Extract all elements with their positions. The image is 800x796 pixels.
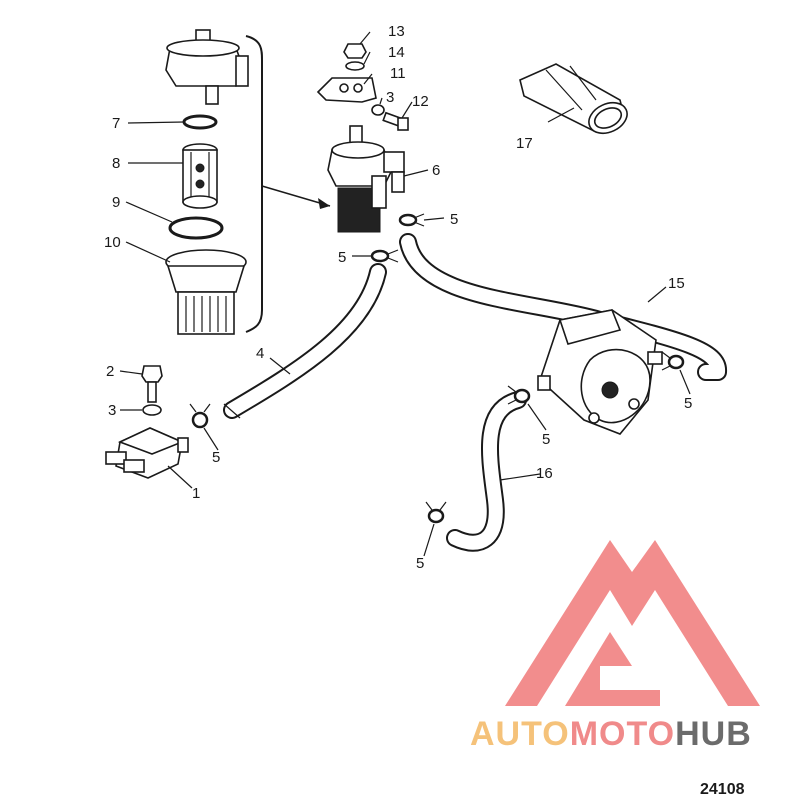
callout-5-pump-left: 5 — [542, 431, 550, 448]
o-ring-7 — [182, 114, 218, 130]
callout-4: 4 — [256, 345, 264, 362]
callout-11: 11 — [390, 65, 406, 82]
washer-14 — [345, 61, 365, 71]
callout-16: 16 — [536, 465, 553, 482]
callout-7: 7 — [112, 115, 120, 132]
gasket-9 — [168, 216, 224, 240]
callout-5-hose-end: 5 — [416, 555, 424, 572]
screw-12 — [382, 111, 409, 131]
fuel-filter-6 — [327, 125, 405, 233]
clamp-5-hose-end — [425, 501, 447, 524]
figure-number: 24108 — [700, 781, 745, 796]
callout-9: 9 — [112, 194, 120, 211]
filter-element-8 — [182, 143, 218, 209]
watermark-logo — [505, 540, 760, 706]
watermark-auto: AUTO — [470, 715, 570, 753]
callout-8: 8 — [112, 155, 120, 172]
callout-15: 15 — [668, 275, 685, 292]
callout-14: 14 — [388, 44, 405, 61]
callout-5-connector: 5 — [212, 449, 220, 466]
callout-17: 17 — [516, 135, 533, 152]
callout-13: 13 — [388, 23, 405, 40]
clamp-5-pump-left — [507, 385, 531, 405]
watermark-text: AUTOMOTOHUB — [470, 715, 752, 753]
sleeve-17 — [519, 63, 628, 135]
clamp-5-filter-bottom — [370, 249, 399, 263]
hose-16 — [446, 391, 527, 552]
washer-3-bottom — [142, 404, 162, 416]
clamp-5-pump-right — [661, 351, 685, 371]
fuel-pump — [537, 309, 663, 435]
callout-10: 10 — [104, 234, 121, 251]
callout-2: 2 — [106, 363, 114, 380]
bracket-11 — [316, 77, 377, 103]
clamp-5-connector — [189, 403, 211, 429]
callout-labels: 1 2 3 3 4 5 5 5 5 5 5 6 7 8 9 10 11 12 1… — [104, 23, 692, 572]
exploded-view-bracket — [245, 35, 331, 333]
callout-3-top: 3 — [386, 89, 394, 106]
fuel-connector-1 — [105, 427, 189, 479]
hose-4 — [223, 263, 387, 419]
callout-5-pump-right: 5 — [684, 395, 692, 412]
callout-5-filter-outlet: 5 — [450, 211, 458, 228]
filter-bowl-10 — [165, 249, 247, 335]
nut-13 — [343, 43, 367, 59]
watermark-moto: MOTO — [570, 715, 675, 753]
callout-6: 6 — [432, 162, 440, 179]
filter-housing-top — [165, 29, 249, 105]
watermark-hub: HUB — [675, 715, 752, 753]
callout-12: 12 — [412, 93, 429, 110]
logo-mark — [505, 540, 760, 706]
callout-1: 1 — [192, 485, 200, 502]
leader-lines — [119, 31, 691, 557]
washer-3-top — [371, 104, 385, 116]
callout-3-bottom: 3 — [108, 402, 116, 419]
clamp-5-filter-outlet — [398, 213, 425, 227]
callout-5-filter-bottom: 5 — [338, 249, 346, 266]
screw-2 — [141, 365, 163, 403]
